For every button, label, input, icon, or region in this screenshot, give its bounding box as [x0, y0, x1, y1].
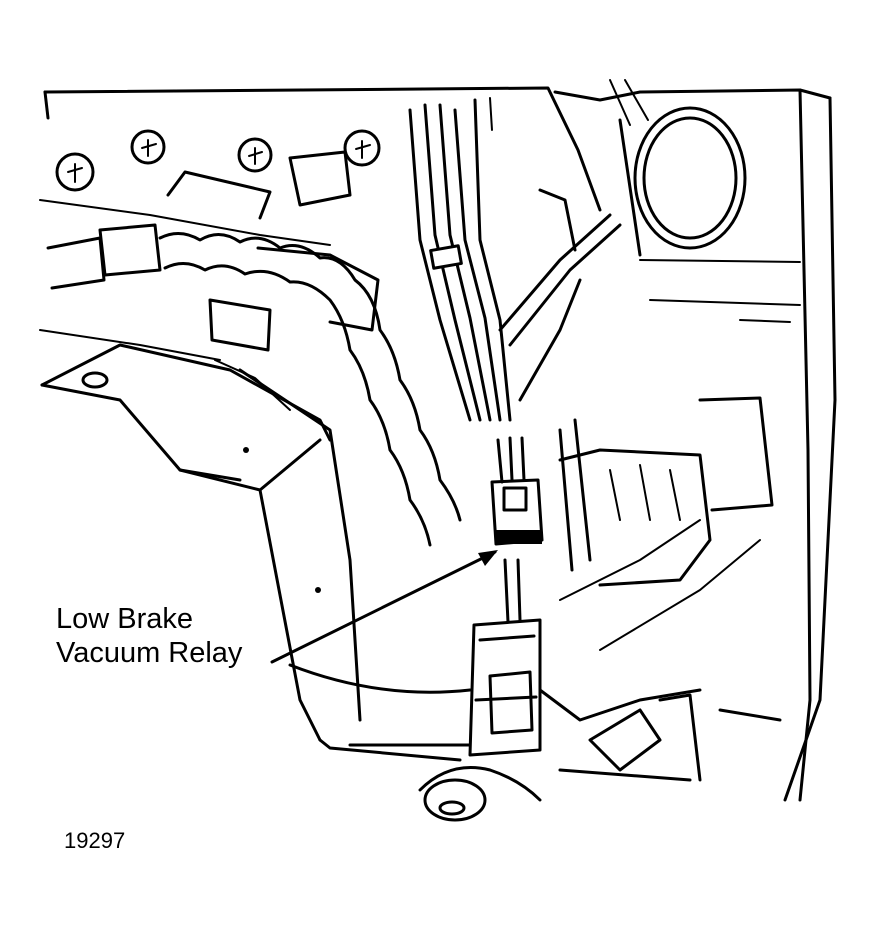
connector-block: [558, 396, 774, 587]
callout-arrowhead: [478, 550, 498, 566]
corrugated-conduit: [158, 232, 462, 547]
callout-line-2: Vacuum Relay: [56, 637, 243, 669]
relay-connector: [468, 558, 542, 757]
support-bracket: [40, 343, 362, 742]
upper-brackets: [46, 150, 380, 352]
relay-callout-label: Low Brake Vacuum Relay: [56, 602, 242, 670]
firewall-panel: [39, 86, 837, 802]
master-cylinder-housing: [609, 79, 747, 257]
wiring-harness: [408, 97, 622, 422]
figure-number: 19297: [64, 828, 126, 853]
callout-leader-line: [270, 550, 497, 664]
low-brake-vacuum-relay: [490, 436, 544, 546]
lower-grommet: [418, 766, 542, 822]
callout-line-1: Low Brake: [56, 603, 194, 635]
lower-frame: [288, 519, 782, 782]
panel-bolts: [55, 129, 381, 192]
